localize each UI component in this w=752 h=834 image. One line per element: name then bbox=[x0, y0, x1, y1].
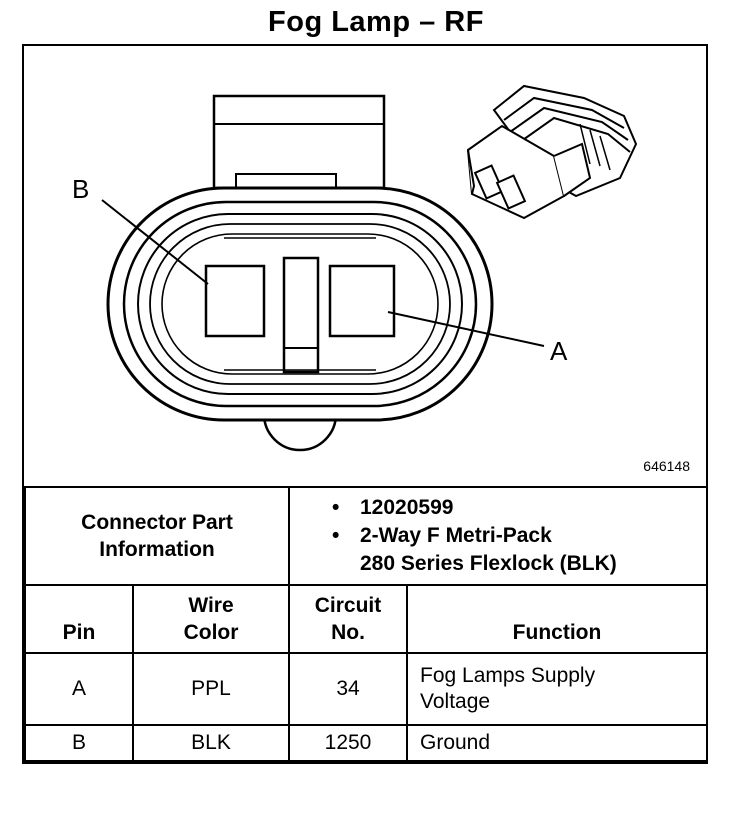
table-row: B BLK 1250 Ground bbox=[24, 724, 708, 762]
label-b: B bbox=[72, 174, 89, 204]
connector-part-row: Connector Part Information 12020599 2-Wa… bbox=[24, 486, 708, 586]
pin-table-header: Pin Wire Color Circuit No. Function bbox=[24, 584, 708, 654]
leader-line-a bbox=[387, 311, 545, 347]
row-a-wire-color: PPL bbox=[132, 652, 290, 726]
row-b-pin: B bbox=[24, 724, 134, 762]
figure-number: 646148 bbox=[643, 458, 690, 474]
connector-latch bbox=[212, 94, 386, 190]
terminal-b bbox=[204, 264, 266, 338]
connector-body bbox=[106, 94, 494, 452]
header-circuit: Circuit No. bbox=[288, 584, 408, 654]
header-pin: Pin bbox=[24, 584, 134, 654]
label-a: A bbox=[550, 336, 568, 366]
row-b-circuit: 1250 bbox=[288, 724, 408, 762]
table-row: A PPL 34 Fog Lamps Supply Voltage bbox=[24, 652, 708, 726]
connector-info-table: Connector Part Information 12020599 2-Wa… bbox=[24, 486, 708, 762]
page-title: Fog Lamp – RF bbox=[268, 6, 484, 38]
row-b-wire-color: BLK bbox=[132, 724, 290, 762]
connector-diagram: B A 646148 bbox=[24, 46, 706, 486]
connector-part-label: Connector Part Information bbox=[24, 486, 290, 586]
row-a-circuit: 34 bbox=[288, 652, 408, 726]
row-a-pin: A bbox=[24, 652, 134, 726]
header-function: Function bbox=[406, 584, 708, 654]
connector-bottom-tab bbox=[262, 413, 338, 452]
terminal-a bbox=[328, 264, 396, 338]
row-a-function: Fog Lamps Supply Voltage bbox=[406, 652, 708, 726]
part-number: 12020599 bbox=[330, 494, 706, 522]
connector-face-drawing: B A bbox=[72, 84, 638, 452]
center-lock bbox=[282, 256, 320, 374]
part-description: 2-Way F Metri-Pack 280 Series Flexlock (… bbox=[330, 522, 706, 578]
connector-frame: B A 646148 Connector Part Information 12… bbox=[22, 44, 708, 764]
leader-line-b bbox=[101, 199, 209, 285]
header-wire-color: Wire Color bbox=[132, 584, 290, 654]
connector-isometric-view bbox=[466, 84, 638, 220]
connector-part-details: 12020599 2-Way F Metri-Pack 280 Series F… bbox=[288, 486, 708, 586]
row-b-function: Ground bbox=[406, 724, 708, 762]
